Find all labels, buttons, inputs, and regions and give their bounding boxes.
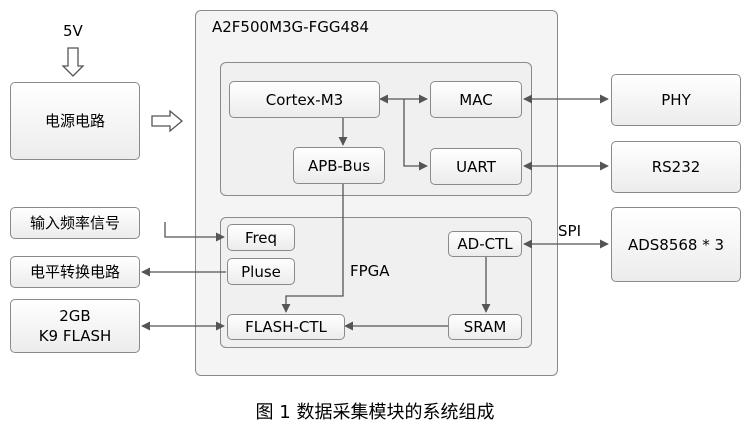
freq-input-box: 输入频率信号 [10, 207, 140, 239]
flash-ctl-box: FLASH-CTL [227, 314, 345, 340]
apb-bus-box: APB-Bus [293, 147, 385, 184]
ads8568-box: ADS8568 * 3 [611, 207, 741, 282]
flash-type-label: K9 FLASH [38, 327, 112, 345]
flash-memory-box: 2GB K9 FLASH [10, 299, 140, 353]
cortex-m3-box: Cortex-M3 [229, 81, 380, 118]
rs232-box: RS232 [611, 141, 741, 193]
pluse-box: Pluse [227, 258, 295, 285]
power-arrow-icon [151, 109, 184, 133]
5v-arrow-icon [61, 47, 85, 77]
sram-box: SRAM [448, 314, 522, 340]
chip-title: A2F500M3G-FGG484 [212, 18, 370, 36]
level-conversion-box: 电平转换电路 [10, 256, 140, 288]
freq-box: Freq [227, 224, 295, 251]
ad-ctl-box: AD-CTL [448, 231, 522, 257]
phy-box: PHY [611, 74, 741, 126]
flash-size-label: 2GB [59, 307, 91, 325]
uart-box: UART [430, 148, 522, 185]
power-circuit-box: 电源电路 [10, 82, 140, 160]
voltage-label: 5V [63, 22, 83, 40]
fpga-label: FPGA [350, 262, 390, 280]
spi-label: SPI [558, 222, 581, 240]
mac-box: MAC [430, 81, 522, 118]
figure-caption: 图 1 数据采集模块的系统组成 [255, 402, 495, 423]
